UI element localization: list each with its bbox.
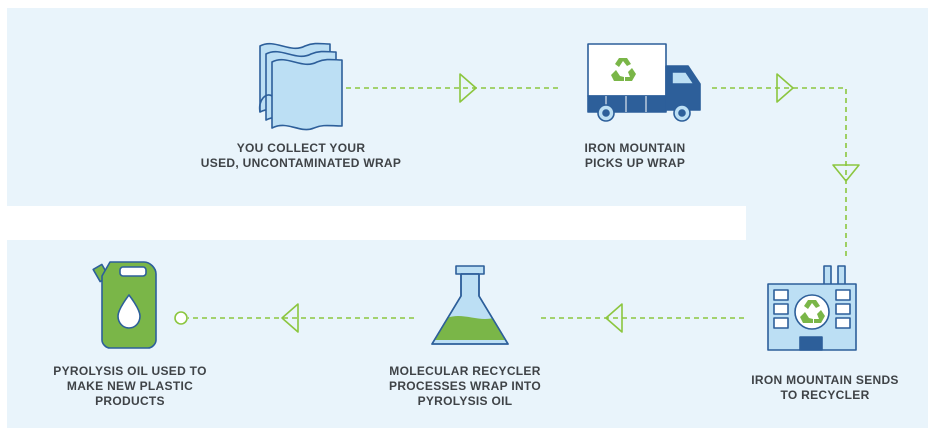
recycling-truck-icon: [587, 43, 701, 122]
recycle-symbol-icon: [611, 58, 636, 81]
connector-pickup-to-send: [712, 87, 847, 258]
panel-connector: [746, 198, 928, 248]
step-label-pickup: IRON MOUNTAIN PICKS UP WRAP: [560, 141, 710, 171]
step-label-line: MAKE NEW PLASTIC: [66, 379, 194, 393]
stacked-wrap-icon: [258, 42, 343, 131]
step-label-line: TO RECYCLER: [780, 388, 870, 402]
panel-top: [7, 8, 928, 206]
flask-icon: [431, 265, 509, 345]
step-label-line: YOU COLLECT YOUR: [236, 141, 366, 155]
arrow-left-icon: [605, 303, 623, 333]
recycle-symbol-icon: [800, 300, 825, 323]
arrow-down-icon: [832, 164, 860, 182]
step-label-line: PROCESSES WRAP INTO: [389, 379, 541, 393]
step-label-line: USED, UNCONTAMINATED WRAP: [200, 156, 402, 170]
step-label-collect: YOU COLLECT YOUR USED, UNCONTAMINATED WR…: [176, 141, 426, 171]
arrow-left-icon: [281, 303, 299, 333]
arrow-right-icon: [776, 73, 794, 103]
step-label-line: IRON MOUNTAIN: [584, 141, 686, 155]
step-label-line: PRODUCTS: [95, 394, 165, 408]
arrow-right-icon: [459, 73, 477, 103]
step-label-line: MOLECULAR RECYCLER: [389, 364, 541, 378]
step-label-send: IRON MOUNTAIN SENDS TO RECYCLER: [740, 373, 910, 403]
step-label-line: IRON MOUNTAIN SENDS: [751, 373, 899, 387]
step-label-line: PICKS UP WRAP: [584, 156, 686, 170]
step-label-line: PYROLYSIS OIL USED TO: [53, 364, 207, 378]
step-label-process: MOLECULAR RECYCLER PROCESSES WRAP INTO P…: [380, 364, 550, 409]
recycling-facility-icon: [767, 265, 857, 351]
endpoint-circle-icon: [174, 311, 188, 325]
connector-lines: [188, 87, 847, 319]
step-label-oil: PYROLYSIS OIL USED TO MAKE NEW PLASTIC P…: [40, 364, 220, 409]
step-label-line: PYROLYSIS OIL: [417, 394, 513, 408]
oil-jerrycan-icon: [92, 261, 157, 349]
